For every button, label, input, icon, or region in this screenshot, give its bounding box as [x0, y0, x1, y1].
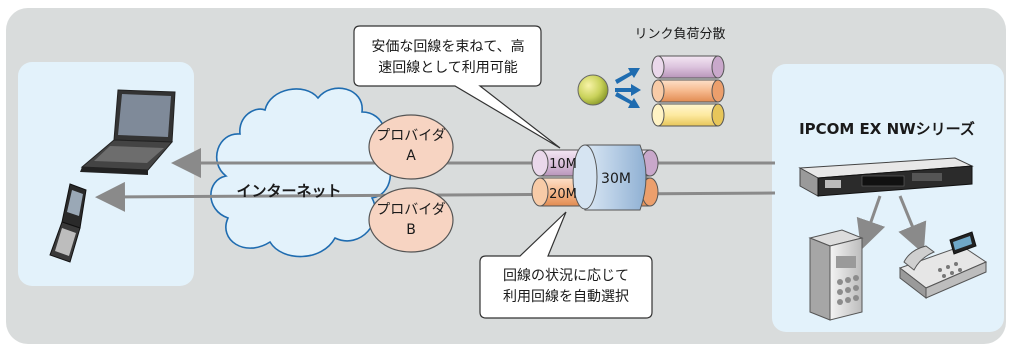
- callout-top: [353, 25, 561, 149]
- callout-top-line2: 速回線として利用可能: [378, 60, 518, 76]
- provider-b-label-2: B: [406, 222, 416, 238]
- ip-phone-icon: [898, 231, 988, 300]
- load-balance-label: リンク負荷分散: [634, 27, 725, 42]
- link-bundle: [531, 144, 659, 211]
- server-icon: [808, 229, 864, 321]
- cloud-icon: [210, 87, 392, 258]
- line-provider-b: [95, 181, 776, 212]
- callout-bottom-line1: 回線の状況に応じて: [503, 268, 629, 284]
- callout-top-line1: 安価な回線を束ねて、高: [371, 38, 524, 55]
- circle-icon: [577, 74, 609, 106]
- line-a-bandwidth: 10M: [549, 157, 577, 172]
- background-panel: [6, 8, 1006, 344]
- callout-bottom-line2: 利用回線を自動選択: [503, 289, 629, 305]
- provider-a-label-1: プロバイダ: [376, 128, 445, 144]
- combined-bandwidth: 30M: [601, 171, 631, 187]
- product-label: IPCOM EX NWシリーズ: [799, 120, 975, 138]
- provider-b-ellipse: [368, 187, 454, 253]
- arrow-to-server: [856, 195, 886, 251]
- arrow-to-phone: [898, 195, 927, 254]
- router-icon: [798, 157, 974, 197]
- laptop-icon: [80, 89, 176, 175]
- callout-bottom: [479, 211, 653, 319]
- provider-b-label-1: プロバイダ: [376, 202, 445, 218]
- pipe-stack: [651, 55, 725, 127]
- line-b-bandwidth: 20M: [549, 187, 577, 202]
- mobile-phone-icon: [49, 183, 87, 263]
- server-panel: [772, 64, 1004, 332]
- arrow-icon: [615, 68, 641, 108]
- provider-a-label-2: A: [406, 148, 416, 164]
- internet-label: インターネット: [236, 182, 341, 200]
- provider-a-ellipse: [368, 114, 454, 180]
